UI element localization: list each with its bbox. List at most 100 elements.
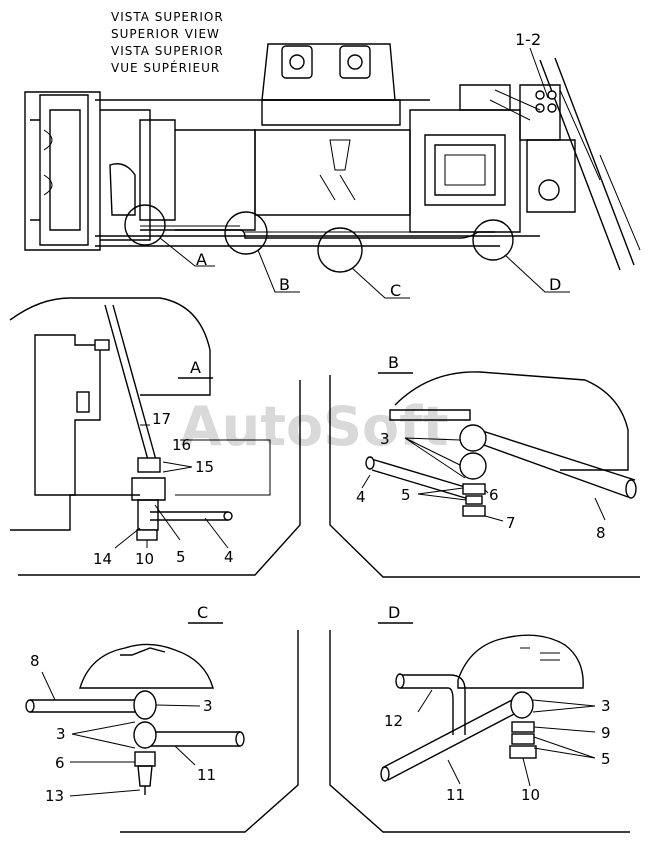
- detail-a-rod: [104, 304, 157, 461]
- leader-d: [504, 254, 570, 293]
- part-c-6: [134, 751, 156, 767]
- valve-port-1: [535, 90, 545, 100]
- detail-b: B 3 4 5 6 7 8: [329, 353, 640, 578]
- detail-circle-a: [124, 204, 166, 246]
- part-a-4-end: [223, 511, 233, 521]
- mount-hole-right: [347, 54, 363, 70]
- leader-a-14: [114, 527, 141, 549]
- detail-d-border: [329, 630, 630, 833]
- transmission: [100, 109, 151, 241]
- leader-b-3: [404, 437, 466, 479]
- part-a-14-label: 14: [93, 550, 112, 568]
- air-dryer-port: [538, 179, 560, 201]
- part-c-8-label: 8: [30, 652, 40, 670]
- part-b-7: [462, 505, 486, 517]
- air-dryer: [526, 139, 576, 213]
- part-a-16: [137, 457, 161, 473]
- part-b-6-label: 6: [489, 486, 499, 504]
- part-a-14: [137, 499, 159, 531]
- leader-1-2: [529, 47, 549, 99]
- battery: [424, 134, 506, 206]
- valve-port-3: [535, 103, 545, 113]
- leader-d-9: [533, 726, 596, 733]
- part-d-3: [510, 691, 534, 719]
- title-line-4: VUE SUPÉRIEUR: [111, 60, 220, 75]
- part-d-3-label: 3: [601, 697, 611, 715]
- leader-a-5: [154, 504, 181, 541]
- part-c-13: [137, 765, 153, 787]
- detail-a-body-outline: [9, 297, 211, 396]
- title-line-2: SUPERIOR VIEW: [111, 27, 220, 41]
- detail-d-title: D: [388, 603, 400, 622]
- part-b-8-end: [625, 479, 637, 499]
- engine-front: [30, 94, 89, 246]
- leader-b-7: [484, 515, 504, 522]
- detail-a-clip: [94, 339, 110, 351]
- leader-b: [257, 249, 300, 293]
- leader-a-15: [162, 461, 193, 473]
- part-b-8-tube: [469, 426, 636, 498]
- view-title: VISTA SUPERIOR SUPERIOR VIEW VISTA SUPER…: [111, 10, 223, 75]
- watermark-text: AutoSoft: [180, 395, 448, 458]
- engine-pulley: [49, 109, 81, 231]
- part-d-11-tube: [381, 699, 519, 781]
- leader-c-8: [41, 671, 56, 701]
- battery-box: [409, 109, 521, 233]
- fuel-tank-detail: [319, 139, 356, 201]
- leader-d-11: [447, 759, 461, 785]
- part-d-12-label: 12: [384, 712, 403, 730]
- leader-d-12: [417, 689, 433, 713]
- leader-c-13: [69, 789, 141, 797]
- part-a-15-label: 15: [195, 458, 214, 476]
- callout-d: D: [549, 275, 561, 294]
- detail-d-mount-mark: [520, 647, 560, 661]
- cross-member: [261, 99, 401, 126]
- engine-detail: [43, 129, 53, 196]
- callout-c: C: [390, 281, 401, 300]
- part-b-3-label: 3: [380, 430, 390, 448]
- part-b-4-label: 4: [356, 488, 366, 506]
- detail-b-bracket: [389, 409, 471, 421]
- detail-a-frame: [10, 494, 140, 531]
- part-a-4-tube: [150, 511, 228, 521]
- mount-hole-left: [289, 54, 305, 70]
- detail-a-mount: [175, 439, 271, 496]
- detail-b-title: B: [388, 353, 399, 372]
- leader-b-6: [484, 489, 489, 494]
- ref-1-2: 1-2: [515, 30, 541, 49]
- leader-b-5: [417, 487, 467, 501]
- battery-cover: [434, 144, 496, 196]
- part-c-11-label: 11: [197, 766, 216, 784]
- air-line-main: [140, 229, 495, 239]
- leader-b-8: [594, 497, 606, 521]
- air-line-secondary: [140, 225, 460, 233]
- detail-a-bracket: [34, 334, 101, 496]
- leader-a: [159, 237, 215, 267]
- leader-c-3a: [155, 704, 201, 707]
- leader-b-4: [361, 474, 371, 489]
- detail-a: A 17 16 15 14 10 5 4: [9, 297, 301, 576]
- part-b-4-end: [365, 456, 375, 470]
- part-b-5: [462, 483, 486, 495]
- part-a-4-label: 4: [224, 548, 234, 566]
- detail-circle-c: [317, 227, 363, 273]
- part-c-3b-label: 3: [56, 725, 66, 743]
- leader-d-3: [532, 699, 596, 713]
- leader-d-10: [522, 757, 531, 787]
- leader-d-5: [533, 736, 596, 759]
- part-c-8-tube: [30, 699, 150, 713]
- detail-d: D 12 3 9 5 11 10: [329, 603, 630, 833]
- callout-b: B: [279, 275, 290, 294]
- part-b-3-upper: [459, 424, 487, 452]
- detail-a-valve: [131, 477, 166, 501]
- part-b-4-tube: [367, 457, 476, 501]
- detail-circle-d: [472, 219, 514, 261]
- fuel-tank: [254, 129, 411, 216]
- leader-a-4: [204, 517, 229, 549]
- part-a-5-label: 5: [176, 548, 186, 566]
- gear-housing: [139, 119, 176, 221]
- part-c-8-end: [25, 699, 35, 713]
- detail-a-title: A: [190, 358, 201, 377]
- leader-c-3b: [71, 721, 136, 749]
